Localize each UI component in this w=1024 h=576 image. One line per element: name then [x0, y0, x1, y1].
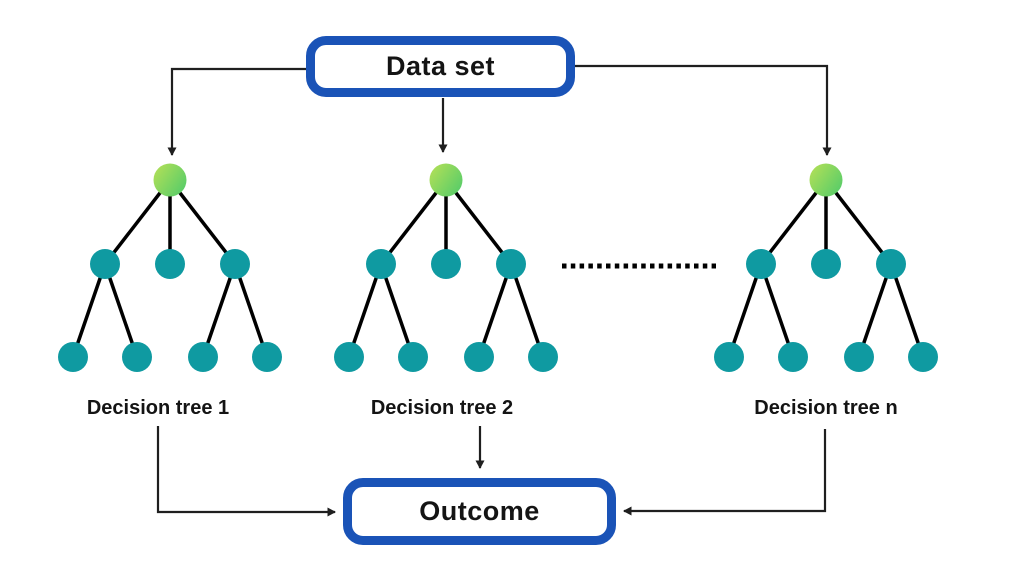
- tree-2-edge: [379, 263, 415, 358]
- tree-n-branch-node-2: [811, 249, 841, 279]
- tree-2-branch-node-3: [496, 249, 526, 279]
- dataset-box: Data set: [306, 36, 575, 97]
- tree-2-branch-node-2: [431, 249, 461, 279]
- tree-n-group: [714, 163, 938, 372]
- tree-2-edge: [347, 263, 383, 358]
- connector-dataset-to-tree1: [167, 67, 306, 156]
- tree-1-edge: [71, 263, 107, 358]
- outcome-label: Outcome: [419, 496, 540, 526]
- tree-1-leaf-node-1: [58, 342, 88, 372]
- connector-tree1-to-outcome: [156, 426, 336, 517]
- tree-n-edge: [759, 263, 795, 358]
- tree-1-edge: [103, 263, 139, 358]
- tree-1-leaf-node-4: [252, 342, 282, 372]
- dataset-label: Data set: [385, 51, 496, 81]
- tree-1-leaf-node-3: [188, 342, 218, 372]
- tree-2-edge: [444, 178, 513, 266]
- tree-2-edge: [477, 263, 513, 358]
- tree-2-edge: [379, 178, 448, 266]
- tree-1-root-node: [153, 163, 187, 197]
- tree-2-leaf-node-3: [464, 342, 494, 372]
- tree-n-edge: [727, 263, 763, 358]
- tree-n-leaf-node-1: [714, 342, 744, 372]
- tree-2-leaf-node-4: [528, 342, 558, 372]
- tree-2-branch-node-1: [366, 249, 396, 279]
- tree-1-branch-node-1: [90, 249, 120, 279]
- tree-2-leaf-node-2: [398, 342, 428, 372]
- tree-n-edge: [857, 263, 893, 358]
- tree-n-edge: [759, 178, 828, 266]
- tree-1-edge: [201, 263, 237, 358]
- tree-n-leaf-node-4: [908, 342, 938, 372]
- tree-n-root-node: [809, 163, 843, 197]
- tree-n-edge: [889, 263, 925, 358]
- tree-n-branch-node-1: [746, 249, 776, 279]
- tree1-label: Decision tree 1: [86, 397, 230, 419]
- tree-2-root-node: [429, 163, 463, 197]
- tree2-label: Decision tree 2: [370, 397, 514, 419]
- outcome-box: Outcome: [343, 478, 616, 545]
- tree-2-edge: [509, 263, 545, 358]
- tree-1-branch-node-3: [220, 249, 250, 279]
- connector-treen-to-outcome: [623, 429, 827, 516]
- tree-n-leaf-node-3: [844, 342, 874, 372]
- tree-1-edge: [168, 178, 237, 266]
- tree-n-edge: [824, 178, 893, 266]
- trees-layer: [58, 163, 938, 372]
- tree-2-leaf-node-1: [334, 342, 364, 372]
- treen-label: Decision tree n: [754, 397, 898, 419]
- tree-1-edge: [233, 263, 269, 358]
- tree-1-group: [58, 163, 282, 372]
- tree-n-leaf-node-2: [778, 342, 808, 372]
- tree-2-group: [334, 163, 558, 372]
- tree-n-branch-node-3: [876, 249, 906, 279]
- tree-1-edge: [103, 178, 172, 266]
- connector-dataset-to-treen: [575, 64, 832, 156]
- tree-1-leaf-node-2: [122, 342, 152, 372]
- tree-1-branch-node-2: [155, 249, 185, 279]
